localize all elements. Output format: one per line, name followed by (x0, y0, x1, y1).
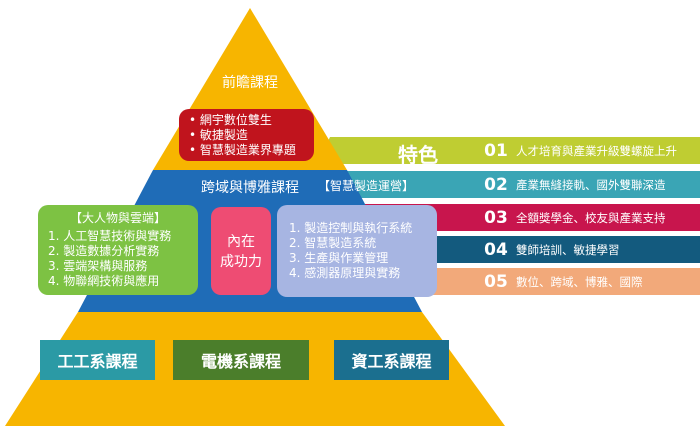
list-item: • 智慧製造業界專題 (189, 143, 296, 157)
list-item: 2. 智慧製造系統 (289, 236, 377, 250)
feature-text: 雙師培訓、敏捷學習 (516, 242, 620, 257)
feature-row: 04 雙師培訓、敏捷學習 (476, 236, 620, 263)
list-item: • 敏捷製造 (189, 128, 248, 142)
list-item: 4. 感測器原理與實務 (289, 266, 401, 280)
list-item: 3. 生產與作業管理 (289, 251, 389, 265)
feature-number: 05 (484, 271, 508, 292)
middle-tier-title: 跨域與博雅課程 (201, 180, 299, 196)
smart-ops-title: 【智慧製造運營】 (318, 179, 415, 193)
ee-department-course: 電機系課程 (173, 340, 309, 380)
cs-department-course: 資工系課程 (334, 340, 449, 380)
feature-text: 全額獎學金、校友與產業支持 (516, 210, 666, 225)
feature-number: 01 (484, 140, 508, 161)
feature-number: 04 (484, 239, 508, 260)
inner-success-box: 內在 成功力 (211, 207, 271, 295)
feature-band-2 (300, 171, 700, 198)
list-item: 2. 製造數據分析實務 (48, 244, 160, 258)
inner-success-line1: 內在 (227, 234, 255, 250)
feature-band-1 (317, 137, 700, 164)
list-item: 1. 人工智慧技術與實務 (48, 229, 172, 243)
list-item: 3. 雲端架構與服務 (48, 259, 148, 273)
list-item: • 網宇數位雙生 (189, 113, 272, 127)
feature-row: 05 數位、跨域、博雅、國際 (476, 268, 643, 295)
features-label: 特色 (398, 143, 438, 167)
feature-row: 03 全額獎學金、校友與產業支持 (476, 204, 666, 231)
list-item: 1. 製造控制與執行系統 (289, 221, 413, 235)
list-item: 4. 物聯網技術與應用 (48, 274, 160, 288)
feature-row: 01 人才培育與產業升級雙螺旋上升 (476, 137, 677, 164)
feature-text: 人才培育與產業升級雙螺旋上升 (516, 143, 677, 158)
top-tier-title: 前瞻課程 (222, 75, 278, 91)
big-data-cloud-title: 【大人物與雲端】 (69, 211, 166, 225)
frontier-course-box: • 網宇數位雙生• 敏捷製造• 智慧製造業界專題 (179, 109, 314, 161)
inner-success-line2: 成功力 (220, 254, 262, 270)
frontier-course-list: • 網宇數位雙生• 敏捷製造• 智慧製造業界專題 (187, 113, 306, 158)
feature-row: 02 產業無縫接軌、國外雙聯深造 (476, 171, 666, 198)
feature-number: 02 (484, 174, 508, 195)
feature-number: 03 (484, 207, 508, 228)
feature-text: 數位、跨域、博雅、國際 (516, 274, 643, 289)
ie-department-course: 工工系課程 (40, 340, 155, 380)
feature-text: 產業無縫接軌、國外雙聯深造 (516, 177, 666, 192)
